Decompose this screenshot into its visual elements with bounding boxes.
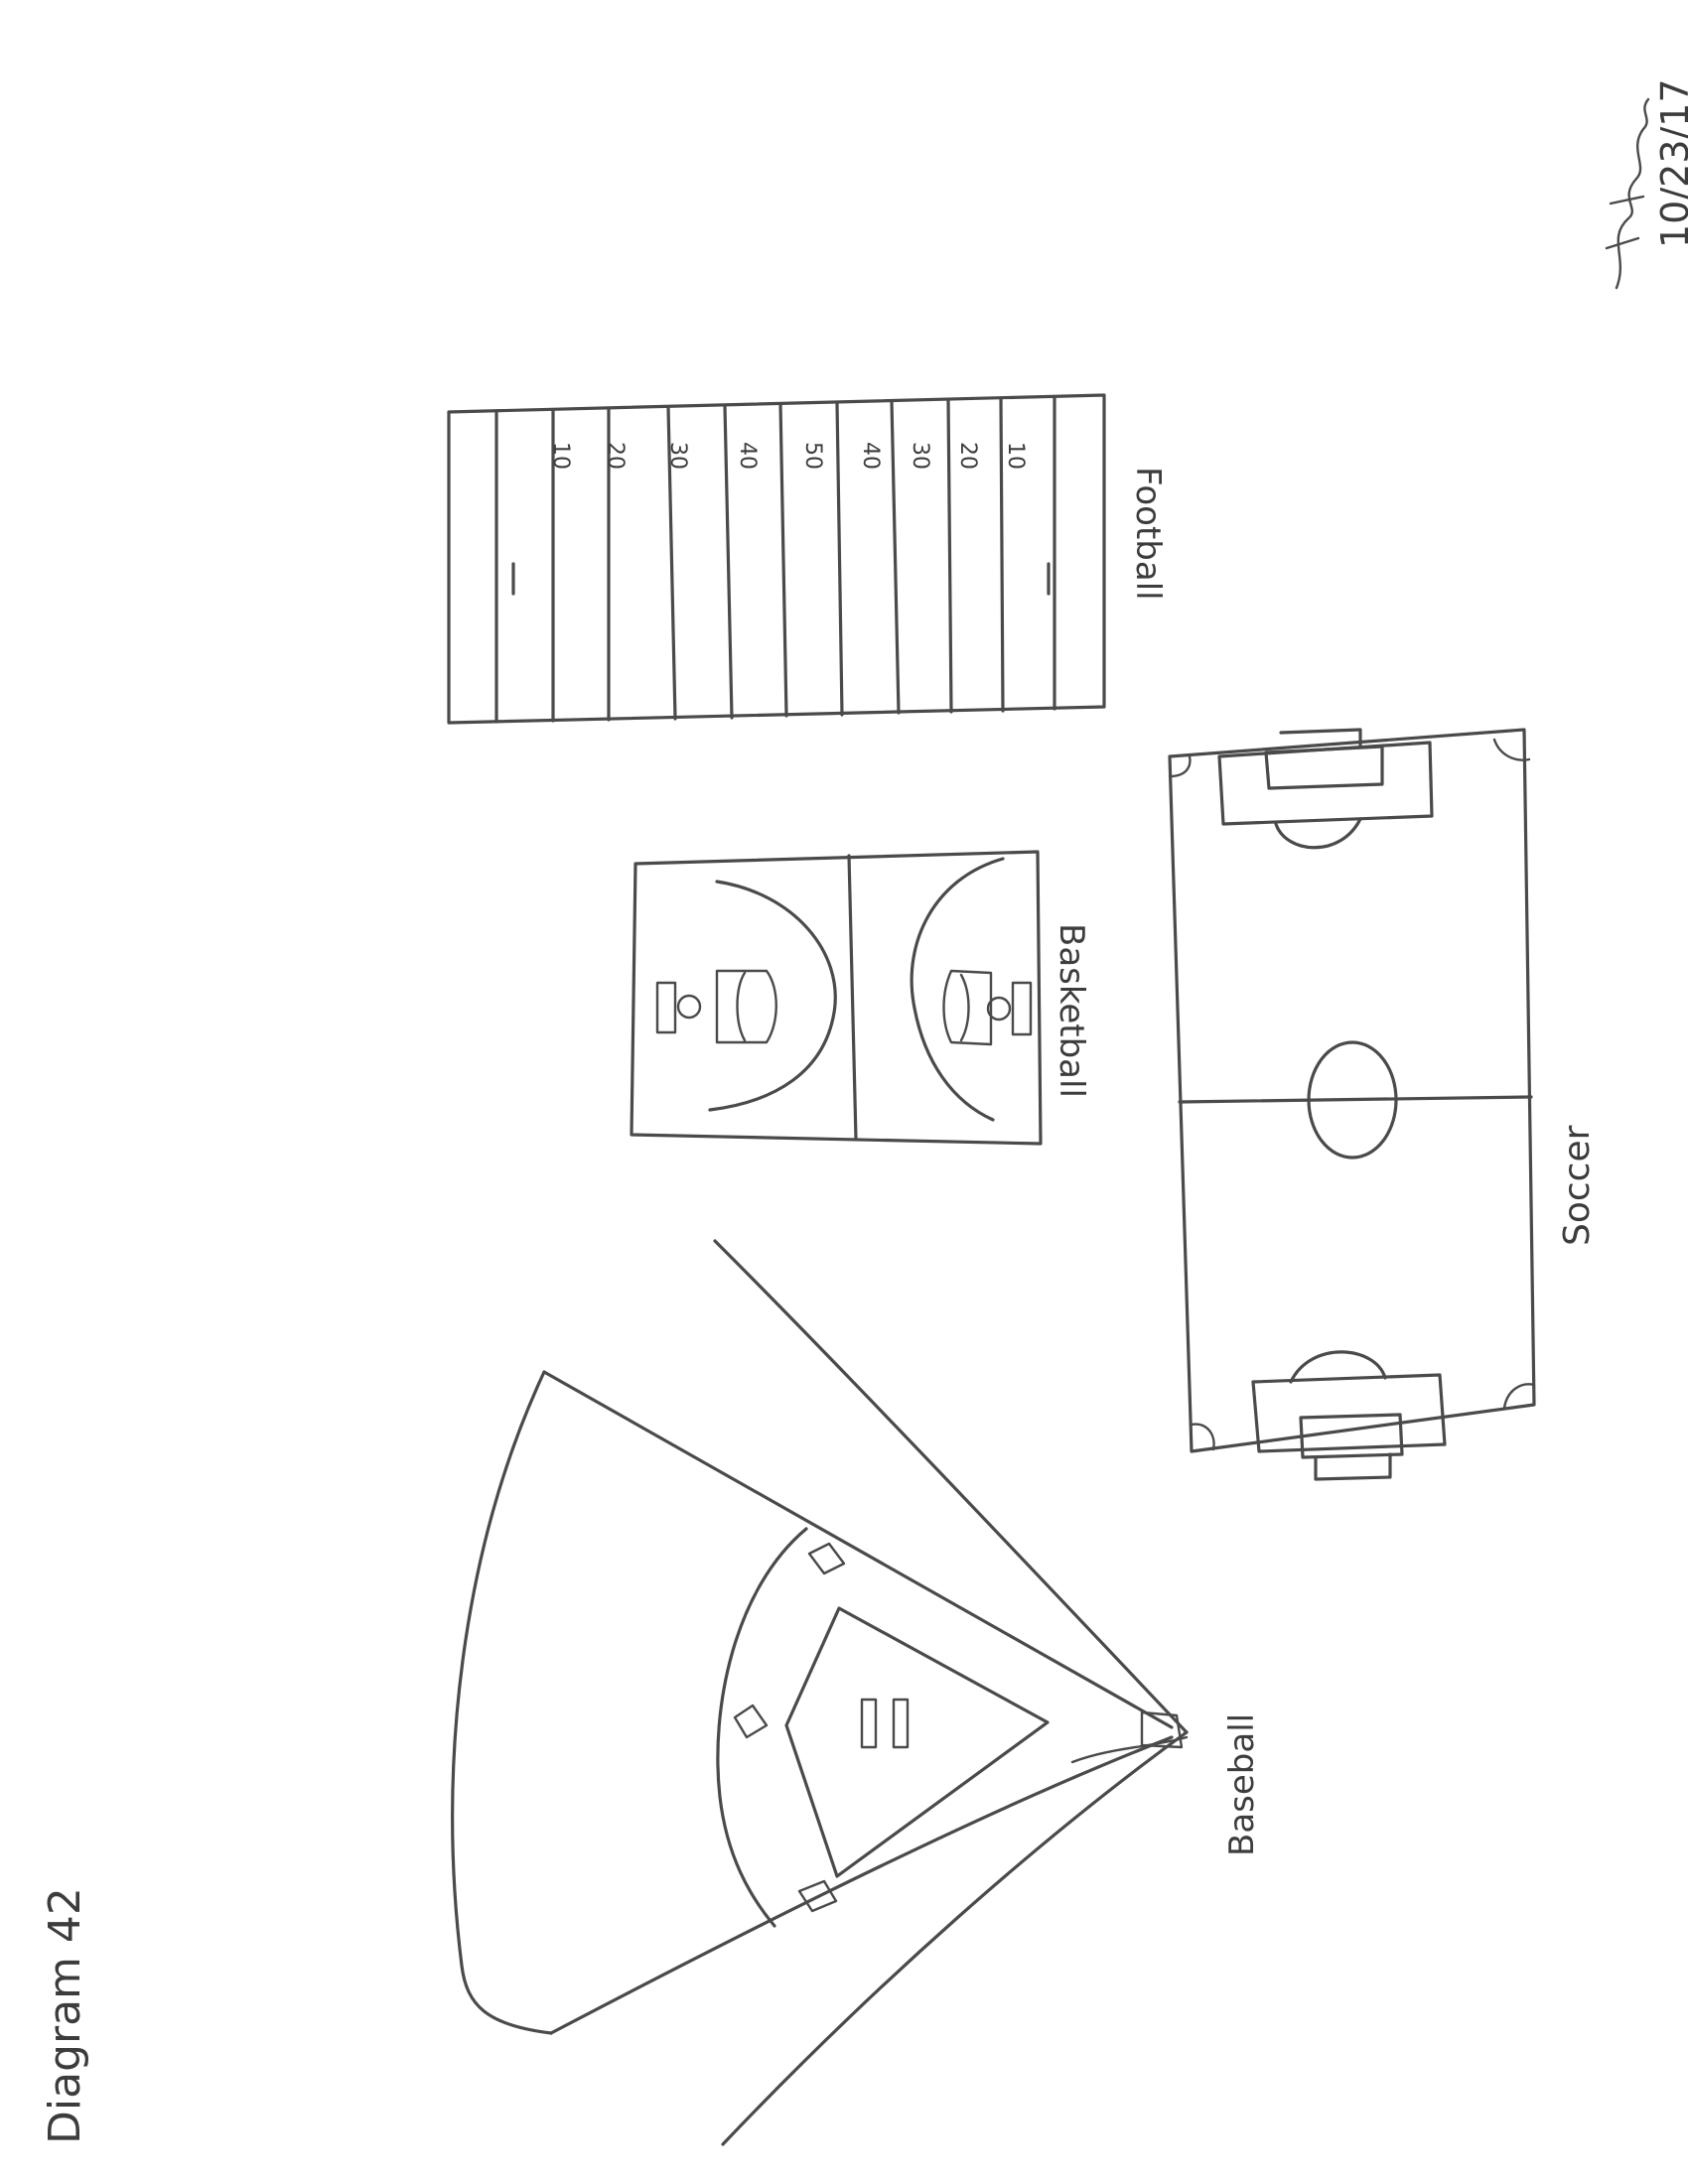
yard-number: 30 xyxy=(908,442,932,470)
basketball-label: Basketball xyxy=(1052,923,1091,1098)
soccer-label: Soccer xyxy=(1557,1125,1598,1246)
diagram-title: Diagram 42 xyxy=(40,1887,90,2144)
yard-number: 50 xyxy=(800,442,825,470)
football-field: 10 20 30 40 50 40 30 20 10 xyxy=(449,395,1104,723)
yard-number: 20 xyxy=(955,442,980,470)
yard-number: 40 xyxy=(735,442,760,470)
basketball-court xyxy=(632,852,1041,1144)
football-yard-numbers: 10 20 30 40 50 40 30 20 10 xyxy=(548,442,1028,470)
baseball-field xyxy=(453,1241,1187,2144)
signature xyxy=(1607,99,1648,288)
yard-number: 30 xyxy=(665,442,690,470)
yard-number: 10 xyxy=(1003,442,1028,470)
football-label: Football xyxy=(1128,467,1168,601)
signature-date: 10/23/17 xyxy=(1653,78,1688,248)
yard-number: 10 xyxy=(548,442,573,470)
baseball-label: Baseball xyxy=(1222,1713,1262,1856)
soccer-field xyxy=(1170,730,1534,1479)
yard-number: 40 xyxy=(858,442,883,470)
yard-number: 20 xyxy=(603,442,628,470)
